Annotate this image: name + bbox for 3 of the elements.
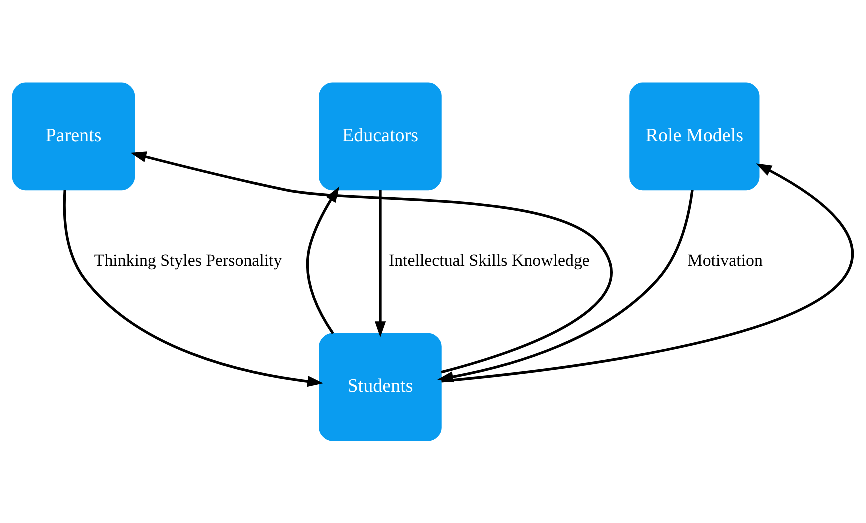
edge-label: Intellectual Skills Knowledge [388, 250, 590, 270]
edge-label: Motivation [688, 250, 763, 270]
edge-label: Thinking Styles Personality [94, 250, 282, 270]
